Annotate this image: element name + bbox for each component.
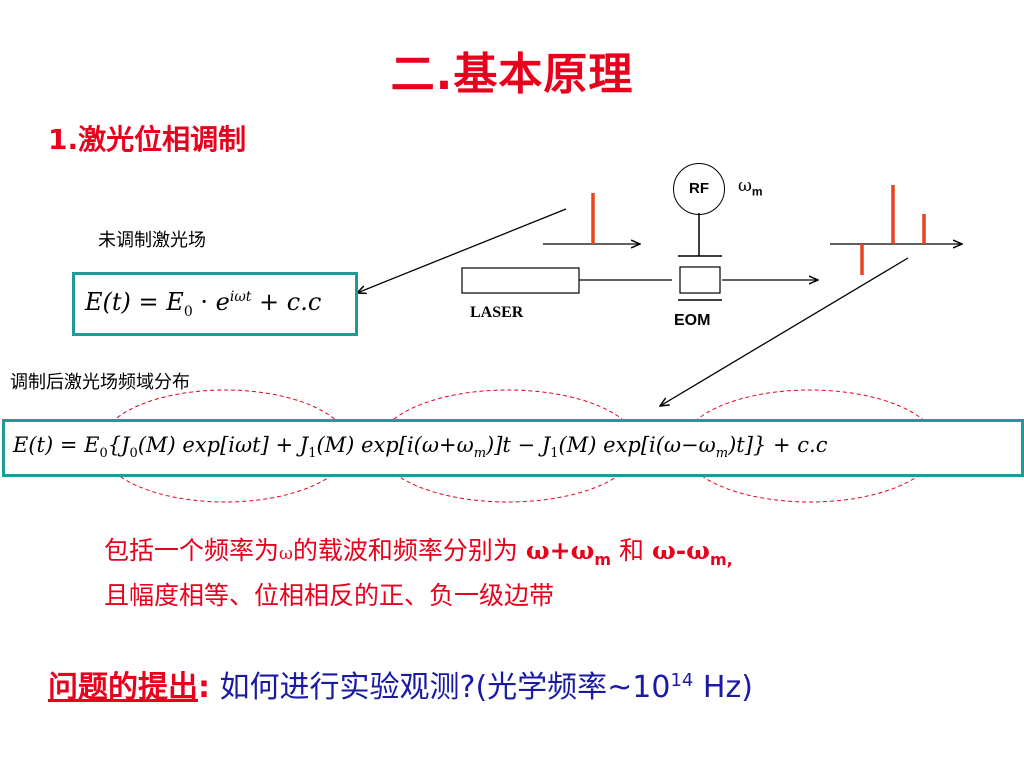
label-modulated-spectrum: 调制后激光场频域分布 — [10, 372, 190, 393]
eom-label: EOM — [674, 312, 711, 329]
arrow-to-eq1 — [357, 208, 567, 293]
sideband-description: 包括一个频率为ω的载波和频率分别为 ω+ωm 和 ω-ωm, 且幅度相等、位相相… — [104, 533, 733, 614]
modulation-frequency-label: ωm — [738, 176, 763, 199]
slide-title: 二.基本原理 — [390, 49, 634, 100]
laser-body — [461, 267, 580, 294]
question-heading: 问题的提出 — [48, 670, 198, 705]
description-line-1: 包括一个频率为ω的载波和频率分别为 ω+ωm 和 ω-ωm, — [104, 536, 733, 569]
rf-source: RF — [673, 163, 725, 215]
section-heading: 1.激光位相调制 — [48, 123, 247, 156]
description-line-2: 且幅度相等、位相相反的正、负一级边带 — [104, 581, 555, 610]
laser-label: LASER — [470, 304, 524, 321]
question-line: 问题的提出: 如何进行实验观测?(光学频率~1014 Hz) — [48, 670, 753, 705]
equation-unmodulated: E(t) = E0 · eiωt + c.c — [85, 288, 322, 320]
eom-crystal — [679, 266, 721, 294]
arrow-to-eq2 — [660, 257, 909, 406]
equation-box-unmodulated: E(t) = E0 · eiωt + c.c — [72, 272, 358, 336]
equation-box-modulated: E(t) = E0{J0(M) exp[iωt] + J1(M) exp[i(ω… — [2, 419, 1024, 477]
equation-modulated: E(t) = E0{J0(M) exp[iωt] + J1(M) exp[i(ω… — [13, 433, 828, 462]
label-unmodulated-field: 未调制激光场 — [98, 230, 206, 251]
question-text: 如何进行实验观测?(光学频率~1014 Hz) — [210, 670, 753, 705]
